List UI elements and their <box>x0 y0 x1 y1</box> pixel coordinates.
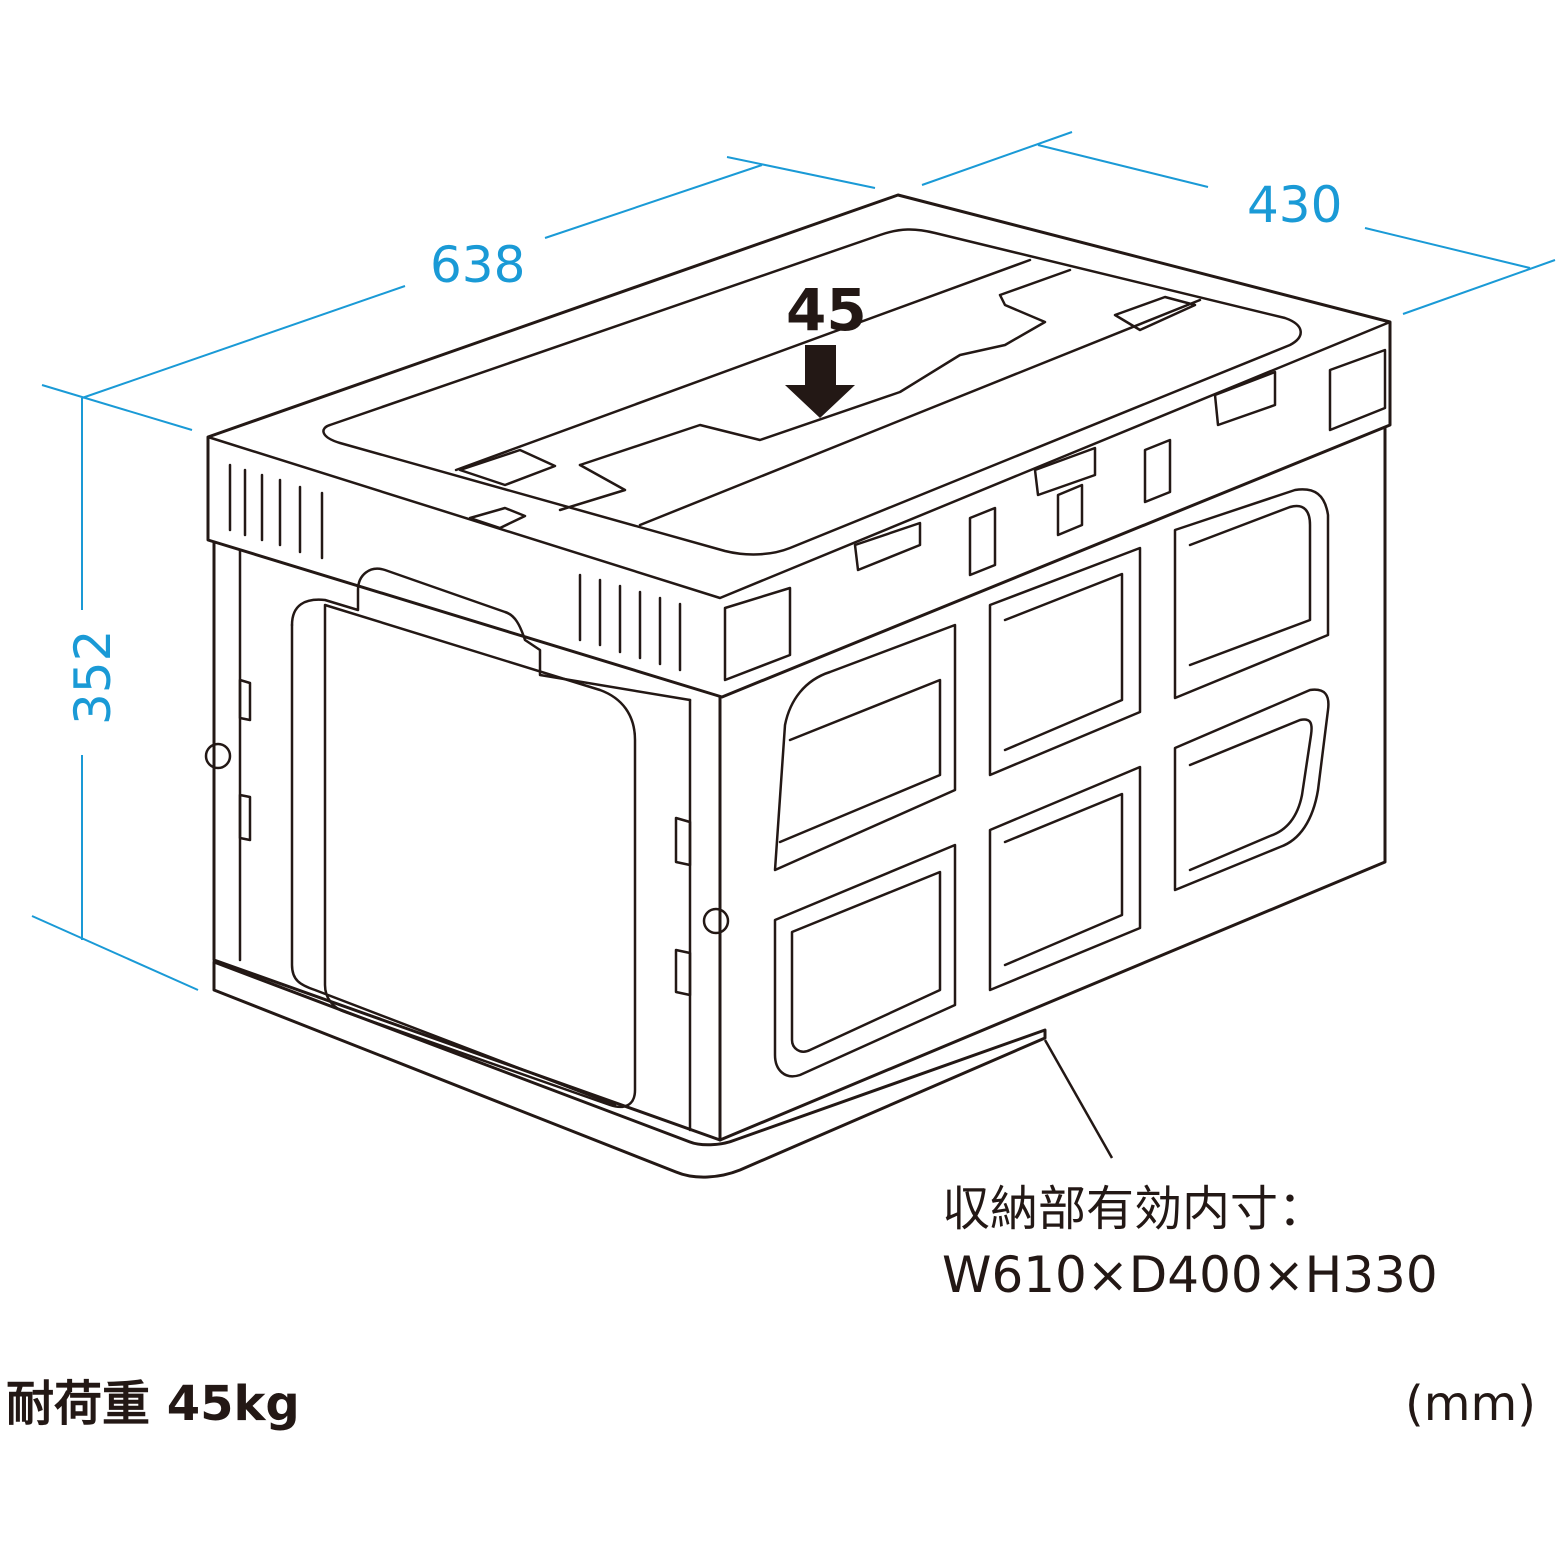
depth-dimension-label: 430 <box>1247 176 1342 234</box>
width-dimension-label: 638 <box>430 236 525 294</box>
lid-inner-panel <box>322 228 1302 556</box>
inner-size-value: W610×D400×H330 <box>942 1246 1438 1304</box>
lid-top <box>206 193 1392 699</box>
lid-top-face <box>206 320 1392 600</box>
lid-vent-slots-left <box>228 463 682 672</box>
lid-latch-left <box>458 448 557 530</box>
end-panel-handle-outer <box>290 567 692 702</box>
side-hinge-clips <box>204 678 730 997</box>
down-arrow-icon <box>785 345 855 418</box>
base-rail <box>212 960 1047 1179</box>
inner-size-label: 収納部有効内寸： <box>942 1181 1326 1237</box>
dimension-lines <box>31 131 1556 991</box>
left-hinge-pin <box>204 742 232 770</box>
front-hinge-pin <box>702 907 730 935</box>
load-arrow-label: 45 <box>786 276 867 344</box>
lid-latch-right <box>1113 295 1197 332</box>
inner-size-leader-line <box>1043 1039 1114 1159</box>
front-panel-windows <box>773 488 1330 1078</box>
lid-front-tabs <box>723 348 1387 682</box>
folding-container-illustration <box>204 193 1392 1179</box>
end-panel-frame <box>238 548 692 1132</box>
lid-center-seam <box>454 258 1072 472</box>
unit-label: (mm) <box>1405 1376 1536 1432</box>
height-dimension-label: 352 <box>64 630 122 725</box>
lid-center-seam-2 <box>558 298 1202 527</box>
end-panel-handle-window <box>323 603 637 1109</box>
load-capacity: 耐荷重 45kg <box>6 1376 300 1432</box>
